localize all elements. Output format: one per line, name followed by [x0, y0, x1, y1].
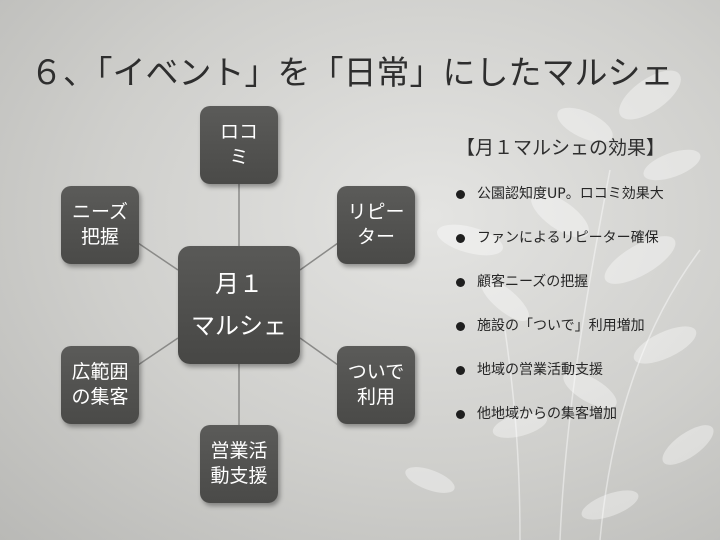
connector-top-left	[137, 242, 179, 271]
node-word-of-mouth: ロコ ミ	[200, 106, 278, 184]
effects-list: 公園認知度UP。ロコミ効果大 ファンによるリピーター確保 顧客ニーズの把握 施設…	[456, 183, 664, 447]
list-item: 施設の「ついで」利用増加	[456, 315, 664, 338]
node-needs-understanding: ニーズ 把握	[61, 186, 139, 264]
bullet-icon	[456, 234, 465, 243]
connector-top-right	[299, 242, 339, 271]
effects-heading: 【月１マルシェの効果】	[456, 137, 666, 159]
connector-bottom-right	[299, 337, 339, 366]
bullet-icon	[456, 322, 465, 331]
list-item: 顧客ニーズの把握	[456, 271, 664, 294]
bullet-icon	[456, 190, 465, 199]
list-item: 他地域からの集客増加	[456, 403, 664, 426]
list-item: 地域の営業活動支援	[456, 359, 664, 382]
connector-bottom-left	[137, 337, 179, 366]
list-item: ファンによるリピーター確保	[456, 227, 664, 250]
effect-text: 施設の「ついで」利用増加	[477, 318, 645, 334]
node-wide-area-attraction: 広範囲 の集客	[61, 346, 139, 424]
effect-text: 他地域からの集客増加	[477, 406, 617, 422]
bullet-icon	[456, 366, 465, 375]
slide-title: ６、「イベント」を「日常」にしたマルシェ	[30, 53, 674, 92]
node-monthly-marche: 月１ マルシェ	[178, 246, 300, 364]
bullet-icon	[456, 278, 465, 287]
effect-text: ファンによるリピーター確保	[477, 230, 659, 246]
effect-text: 顧客ニーズの把握	[477, 274, 589, 290]
list-item: 公園認知度UP。ロコミ効果大	[456, 183, 664, 206]
bullet-icon	[456, 410, 465, 419]
node-sales-support: 営業活 動支援	[200, 425, 278, 503]
effect-text: 公園認知度UP。ロコミ効果大	[477, 186, 664, 202]
effect-text: 地域の営業活動支援	[477, 362, 603, 378]
node-repeaters: リピー ター	[337, 186, 415, 264]
node-incidental-use: ついで 利用	[337, 346, 415, 424]
